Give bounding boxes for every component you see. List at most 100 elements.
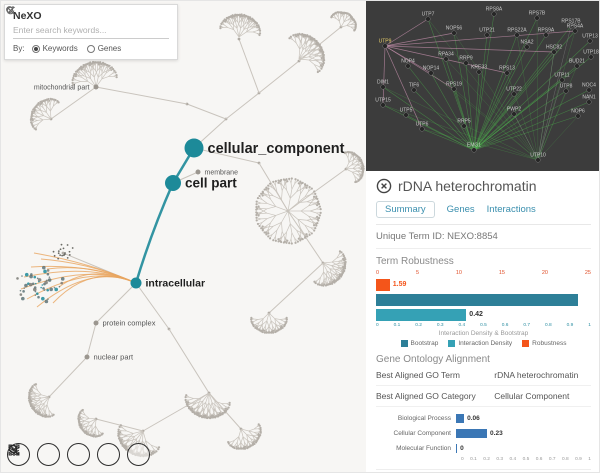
- gene-node-label: KRE33: [471, 64, 487, 70]
- gene-node-UTP22[interactable]: [511, 91, 517, 97]
- gene-node-UTP5[interactable]: [403, 112, 409, 118]
- gene-node-NOP4[interactable]: [405, 63, 411, 69]
- tab-summary[interactable]: Summary: [376, 201, 435, 218]
- term-robustness-heading: Term Robustness: [376, 256, 454, 267]
- gene-node-KRE33[interactable]: [476, 69, 482, 75]
- gene-node-RPS22A[interactable]: [514, 32, 520, 38]
- gene-node-NOP6[interactable]: [575, 113, 581, 119]
- bar: [376, 278, 390, 291]
- top-axis-tick: 25: [584, 270, 591, 276]
- tree-node-label-cell-part: cell part: [185, 176, 237, 191]
- gene-node-label: UTP13: [582, 33, 598, 39]
- gene-node-UTP11[interactable]: [559, 77, 565, 83]
- gene-node-UTP10[interactable]: [535, 157, 541, 163]
- go-axis-tick: 0.7: [548, 457, 556, 462]
- gene-node-UTP7[interactable]: [425, 16, 431, 22]
- tree-node-label-mitochondrial-part: mitochondrial part: [34, 84, 90, 91]
- gene-node-NOP56[interactable]: [451, 30, 457, 36]
- collapse-tree-button[interactable]: [10, 443, 120, 466]
- tree-node-mitochondrial-part[interactable]: [93, 84, 99, 90]
- gene-node-HSC82[interactable]: [551, 49, 557, 55]
- gene-node-label: RPS4A: [567, 23, 584, 29]
- tab-interactions[interactable]: Interactions: [486, 204, 536, 215]
- gene-node-RPS19[interactable]: [451, 86, 457, 92]
- go-chart-value: 0.06: [467, 415, 480, 422]
- gene-node-RPS7B[interactable]: [534, 15, 540, 21]
- tree-node-cell-part[interactable]: [165, 175, 181, 191]
- gene-node-UTP13[interactable]: [587, 38, 593, 44]
- legend-label: Interaction Density: [458, 340, 513, 347]
- gene-node-NOC4[interactable]: [586, 87, 592, 93]
- gene-node-RPS4A[interactable]: [572, 28, 578, 34]
- app-title: NeXO: [13, 10, 42, 22]
- gene-node-label: RPS22A: [507, 27, 527, 33]
- gene-node-label: UTP6: [416, 121, 429, 127]
- detail-header: rDNA heterochromatin: [376, 178, 591, 194]
- gene-node-RPS13[interactable]: [504, 70, 510, 76]
- unique-term-id: Unique Term ID: NEXO:8854: [376, 225, 591, 249]
- gene-node-PWP2[interactable]: [511, 111, 517, 117]
- tree-node-protein-complex[interactable]: [93, 320, 99, 326]
- tree-node-cellular-component[interactable]: [184, 138, 204, 158]
- gene-node-label: UTP10: [530, 152, 546, 158]
- gene-node-RPS17B[interactable]: [568, 23, 574, 29]
- close-icon[interactable]: [376, 178, 392, 194]
- bottom-axis-tick: 0.8: [545, 323, 552, 328]
- go-axis-tick: 0.1: [470, 457, 477, 462]
- gene-node-UTP6[interactable]: [419, 126, 425, 132]
- gene-node-UTP9[interactable]: [382, 43, 388, 49]
- tree-node-intracellular[interactable]: [130, 277, 142, 289]
- zoom-out-button[interactable]: [8, 443, 60, 466]
- robustness-axis-caption: Interaction Density & Bootstrap: [438, 330, 529, 337]
- radio-keywords[interactable]: Keywords: [31, 44, 78, 53]
- gene-node-NOP14[interactable]: [428, 70, 434, 76]
- gene-node-UTP21[interactable]: [484, 32, 490, 38]
- gene-node-RPS9A[interactable]: [543, 32, 549, 38]
- gene-node-NSA2[interactable]: [524, 44, 530, 50]
- tree-node-membrane[interactable]: [195, 169, 201, 175]
- gene-node-label: NOP4: [401, 58, 415, 64]
- gene-node-UTP18[interactable]: [588, 54, 594, 60]
- gene-node-label: RRP9: [459, 55, 473, 61]
- gene-node-TIF6[interactable]: [411, 87, 417, 93]
- go-axis-tick: 1: [588, 457, 591, 462]
- bottom-axis-tick: 0: [376, 323, 379, 328]
- gene-node-DIM1[interactable]: [380, 84, 386, 90]
- clear-icon[interactable]: [5, 5, 16, 16]
- gene-node-UTP8[interactable]: [563, 88, 569, 94]
- gene-node-BUD21[interactable]: [574, 63, 580, 69]
- go-row-value: rDNA heterochromatin: [494, 370, 579, 380]
- gene-node-RPS8A[interactable]: [491, 11, 497, 17]
- bottom-axis-tick: 0.9: [566, 323, 574, 328]
- search-mode-options: Keywords Genes: [31, 44, 121, 53]
- search-input[interactable]: [13, 25, 169, 35]
- term-id-value: NEXO:8854: [447, 231, 498, 242]
- gene-node-RPA34[interactable]: [443, 56, 449, 62]
- tree-node-label-intracellular: intracellular: [146, 278, 206, 290]
- fit-to-screen-button[interactable]: [8, 443, 90, 466]
- go-row-label: Best Aligned GO Term: [376, 370, 460, 380]
- bottom-axis-tick: 0.4: [458, 323, 466, 328]
- gene-node-EMG1[interactable]: [471, 147, 477, 153]
- term-title: rDNA heterochromatin: [398, 178, 537, 194]
- go-row: Best Aligned GO Term rDNA heterochromatin: [376, 365, 591, 386]
- legend-item: Bootstrap: [400, 340, 438, 347]
- radio-dot: [86, 44, 95, 53]
- tree-node-nuclear-part[interactable]: [84, 354, 90, 360]
- top-axis-tick: 10: [455, 270, 462, 276]
- detail-tabs: Summary Genes Interactions: [376, 201, 591, 225]
- radio-genes[interactable]: Genes: [86, 44, 121, 53]
- gene-node-UTP15[interactable]: [380, 102, 386, 108]
- gene-node-NAN1[interactable]: [586, 99, 592, 105]
- gene-node-label: NAN1: [582, 94, 596, 100]
- go-chart-bar: [456, 429, 488, 438]
- gene-node-RRP9[interactable]: [463, 60, 469, 66]
- layers-button[interactable]: [8, 443, 150, 466]
- tab-genes[interactable]: Genes: [446, 204, 475, 215]
- gene-node-RRP5[interactable]: [461, 123, 467, 129]
